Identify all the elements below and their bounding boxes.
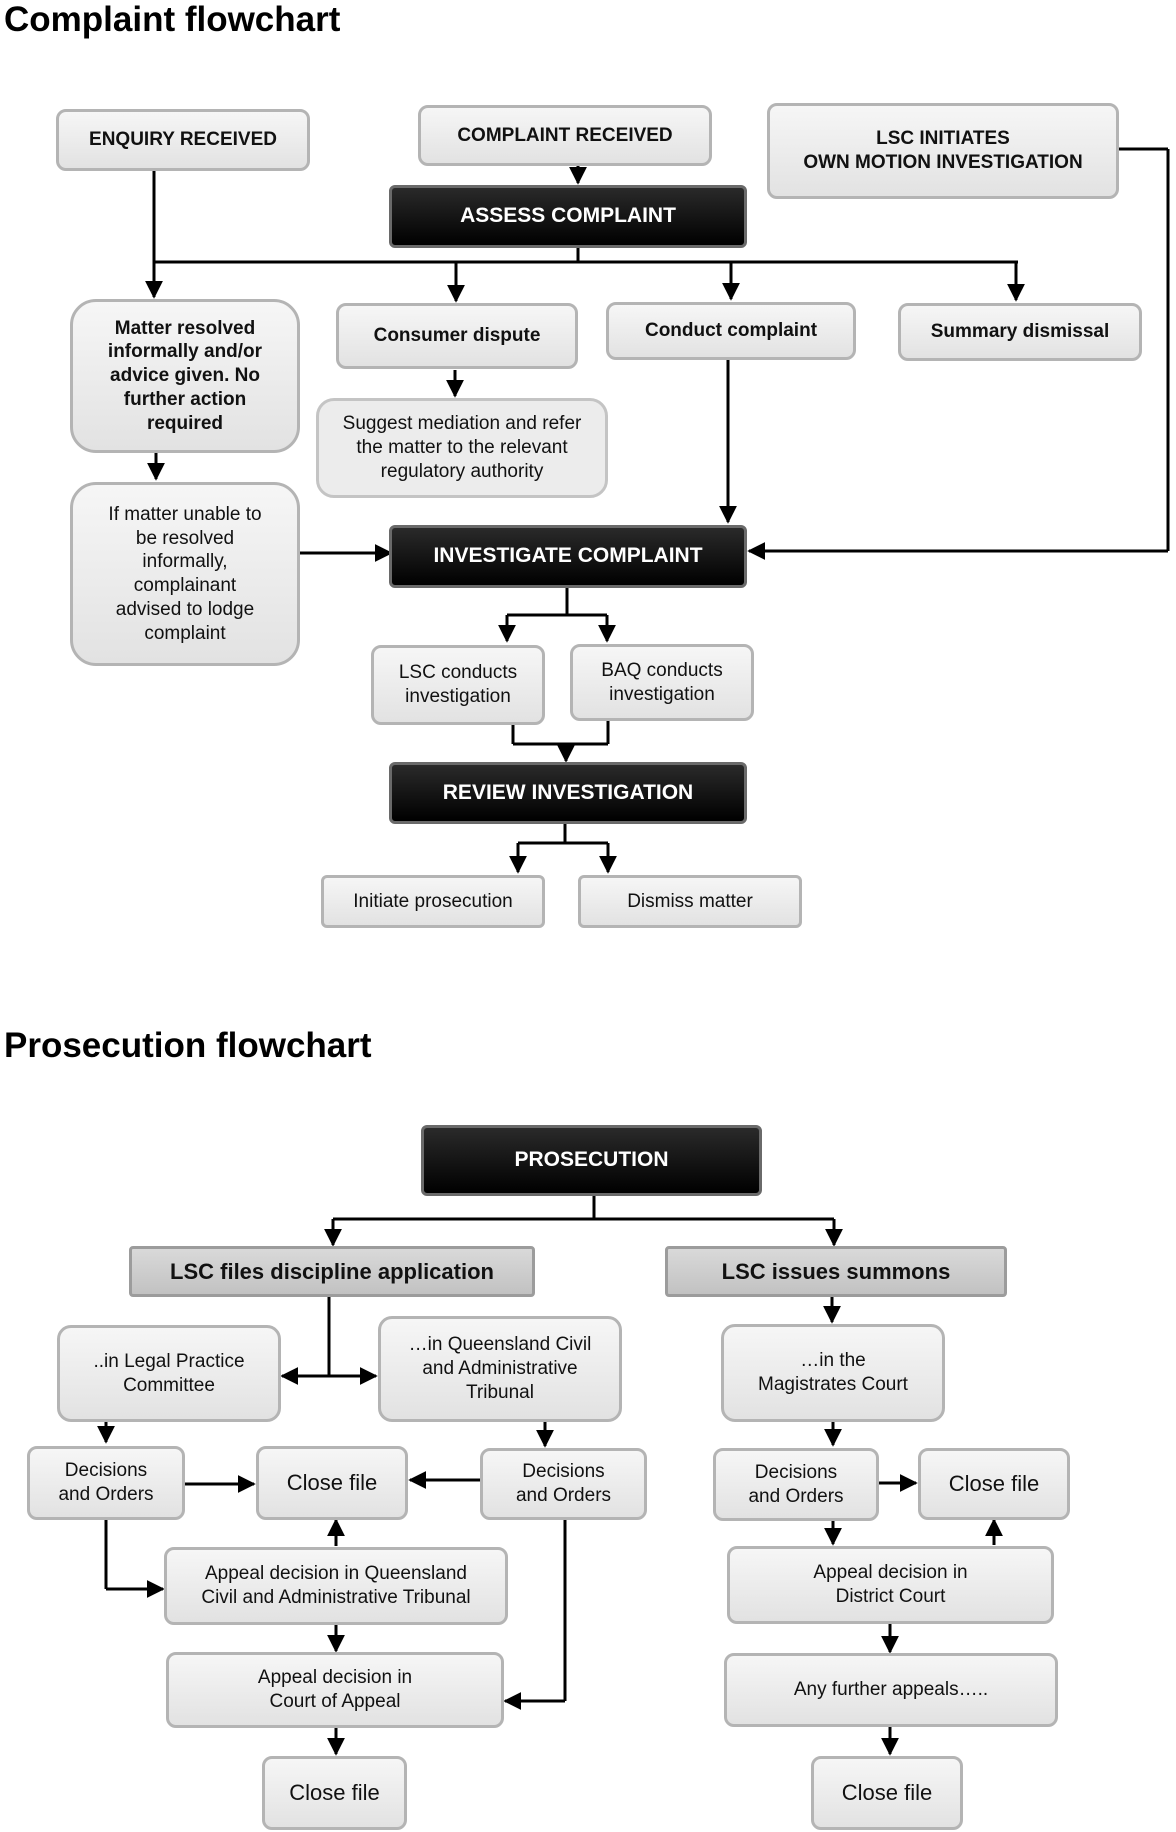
appeal-qcat-label: Appeal decision in Queensland Civil and … bbox=[201, 1563, 471, 1608]
enquiry-received-box: ENQUIRY RECEIVED bbox=[56, 109, 310, 171]
appeal-court-of-appeal-box: Appeal decision in Court of Appeal bbox=[166, 1652, 504, 1728]
close-file-left-box: Close file bbox=[256, 1446, 408, 1520]
qcat-box: …in Queensland Civil and Administrative … bbox=[378, 1316, 622, 1422]
assess-complaint-box: ASSESS COMPLAINT bbox=[389, 185, 747, 248]
prosecution-box: PROSECUTION bbox=[421, 1125, 762, 1196]
baq-conducts-investigation-label: BAQ conducts investigation bbox=[601, 659, 723, 705]
close-file-left-label: Close file bbox=[286, 1470, 378, 1496]
summary-dismissal-label: Summary dismissal bbox=[930, 321, 1110, 343]
close-file-right-box: Close file bbox=[918, 1448, 1070, 1520]
qcat-decisions-orders-box: Decisions and Orders bbox=[480, 1448, 647, 1520]
matter-resolved-box: Matter resolved informally and/or advice… bbox=[70, 299, 300, 453]
further-appeals-label: Any further appeals….. bbox=[793, 1679, 989, 1701]
close-file-bottom-left-box: Close file bbox=[262, 1756, 407, 1830]
legal-practice-committee-box: ..in Legal Practice Committee bbox=[57, 1325, 281, 1422]
appeal-district-court-label: Appeal decision in District Court bbox=[813, 1562, 968, 1607]
unable-to-resolve-label: If matter unable to be resolved informal… bbox=[108, 503, 262, 644]
conduct-complaint-label: Conduct complaint bbox=[644, 320, 818, 342]
discipline-application-box: LSC files discipline application bbox=[129, 1246, 535, 1297]
lpc-decisions-orders-label: Decisions and Orders bbox=[58, 1460, 154, 1505]
appeal-qcat-box: Appeal decision in Queensland Civil and … bbox=[164, 1547, 508, 1625]
enquiry-received-label: ENQUIRY RECEIVED bbox=[89, 129, 277, 151]
close-file-bottom-right-label: Close file bbox=[841, 1780, 933, 1806]
investigate-complaint-box: INVESTIGATE COMPLAINT bbox=[389, 525, 747, 588]
unable-to-resolve-box: If matter unable to be resolved informal… bbox=[70, 482, 300, 666]
close-file-bottom-right-box: Close file bbox=[811, 1756, 963, 1830]
magistrates-court-label: …in the Magistrates Court bbox=[758, 1350, 908, 1395]
magistrates-court-box: …in the Magistrates Court bbox=[721, 1324, 945, 1422]
appeal-district-court-box: Appeal decision in District Court bbox=[727, 1546, 1054, 1624]
mc-decisions-orders-box: Decisions and Orders bbox=[713, 1448, 879, 1521]
lsc-conducts-investigation-box: LSC conducts investigation bbox=[371, 645, 545, 725]
conduct-complaint-box: Conduct complaint bbox=[606, 302, 856, 360]
review-investigation-label: REVIEW INVESTIGATION bbox=[442, 780, 694, 804]
suggest-mediation-box: Suggest mediation and refer the matter t… bbox=[316, 398, 608, 498]
mc-decisions-orders-label: Decisions and Orders bbox=[748, 1461, 844, 1507]
dismiss-matter-box: Dismiss matter bbox=[578, 875, 802, 928]
legal-practice-committee-label: ..in Legal Practice Committee bbox=[93, 1350, 245, 1396]
appeal-court-of-appeal-label: Appeal decision in Court of Appeal bbox=[257, 1667, 413, 1712]
own-motion-investigation-label: LSC INITIATES OWN MOTION INVESTIGATION bbox=[803, 128, 1083, 173]
close-file-right-label: Close file bbox=[948, 1471, 1040, 1497]
further-appeals-box: Any further appeals….. bbox=[724, 1653, 1058, 1727]
close-file-bottom-left-label: Close file bbox=[289, 1780, 380, 1806]
issues-summons-box: LSC issues summons bbox=[665, 1246, 1007, 1297]
own-motion-investigation-box: LSC INITIATES OWN MOTION INVESTIGATION bbox=[767, 103, 1119, 199]
qcat-decisions-orders-label: Decisions and Orders bbox=[515, 1461, 612, 1506]
review-investigation-box: REVIEW INVESTIGATION bbox=[389, 762, 747, 824]
matter-resolved-label: Matter resolved informally and/or advice… bbox=[107, 317, 263, 434]
investigate-complaint-label: INVESTIGATE COMPLAINT bbox=[433, 544, 703, 568]
prosecution-flowchart-heading: Prosecution flowchart bbox=[4, 1026, 372, 1065]
discipline-application-label: LSC files discipline application bbox=[170, 1258, 494, 1284]
lsc-conducts-investigation-label: LSC conducts investigation bbox=[398, 662, 518, 707]
dismiss-matter-label: Dismiss matter bbox=[627, 890, 753, 912]
suggest-mediation-label: Suggest mediation and refer the matter t… bbox=[342, 413, 582, 482]
baq-conducts-investigation-box: BAQ conducts investigation bbox=[570, 644, 754, 721]
lpc-decisions-orders-box: Decisions and Orders bbox=[27, 1446, 185, 1520]
initiate-prosecution-box: Initiate prosecution bbox=[321, 875, 545, 928]
initiate-prosecution-label: Initiate prosecution bbox=[353, 890, 513, 912]
summary-dismissal-box: Summary dismissal bbox=[898, 303, 1142, 361]
complaint-received-label: COMPLAINT RECEIVED bbox=[457, 124, 673, 146]
consumer-dispute-box: Consumer dispute bbox=[336, 303, 578, 369]
qcat-label: …in Queensland Civil and Administrative … bbox=[408, 1334, 592, 1403]
complaint-flowchart-heading: Complaint flowchart bbox=[4, 0, 341, 39]
complaint-received-box: COMPLAINT RECEIVED bbox=[418, 105, 712, 166]
prosecution-label: PROSECUTION bbox=[514, 1148, 669, 1172]
consumer-dispute-label: Consumer dispute bbox=[373, 325, 541, 347]
issues-summons-label: LSC issues summons bbox=[721, 1258, 951, 1284]
assess-complaint-label: ASSESS COMPLAINT bbox=[460, 204, 676, 228]
